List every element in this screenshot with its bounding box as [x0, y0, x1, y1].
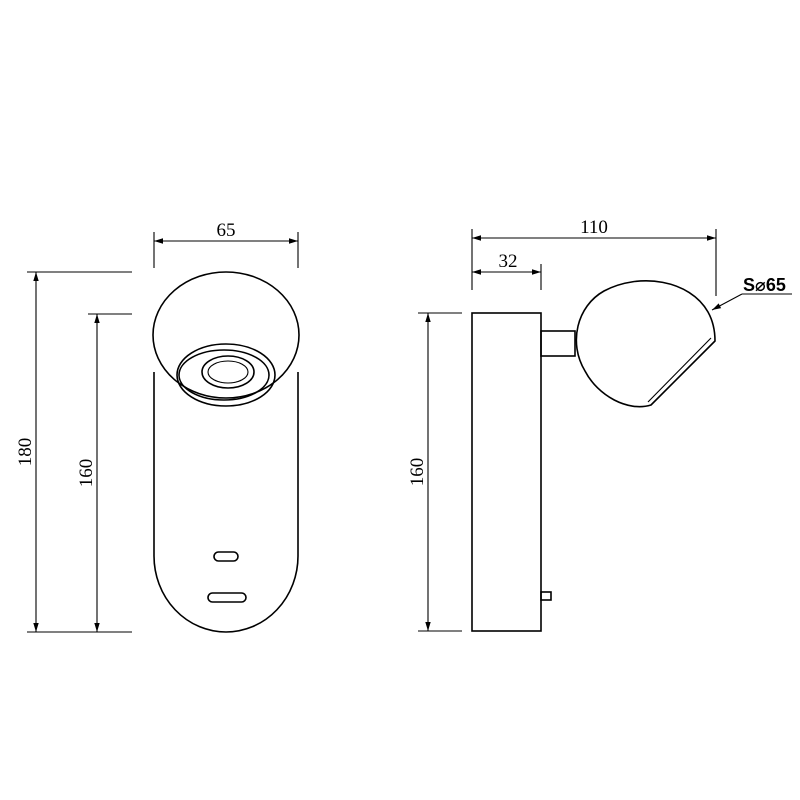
front-body-outline [153, 372, 299, 633]
side-head-inner-edge [647, 337, 712, 403]
side-head-outline [575, 280, 716, 408]
dim-front-body-height: 160 [76, 313, 132, 633]
dim-front-overall-height: 180 [15, 271, 132, 633]
dim-side-base-depth-label: 32 [499, 251, 518, 272]
dim-side-depth-label: 110 [580, 217, 608, 238]
front-lens-outer [176, 343, 276, 407]
dim-side-body-height: 160 [407, 312, 462, 632]
side-stem-outline [540, 330, 576, 357]
front-head-outline [152, 271, 300, 399]
dim-side-base-depth: 32 [472, 251, 542, 290]
dim-side-sphere: S⌀65 [711, 275, 792, 311]
front-lens-inner [201, 355, 255, 389]
side-body-outline [471, 312, 542, 632]
switch-icon [213, 551, 239, 562]
front-lens-middle [178, 349, 270, 401]
dim-side-body-height-label: 160 [407, 458, 428, 487]
side-view: 110 32 160 S⌀65 [407, 217, 792, 632]
dim-front-width-label: 65 [217, 220, 236, 241]
dim-front-width: 65 [153, 220, 299, 268]
dim-front-body-height-label: 160 [76, 459, 97, 488]
dim-side-depth: 110 [471, 217, 717, 296]
dim-side-sphere-label: S⌀65 [743, 275, 786, 295]
side-switch-nub [540, 591, 552, 601]
front-lens-core [207, 360, 249, 384]
dim-front-overall-height-label: 180 [15, 438, 36, 467]
front-view: 65 180 160 [15, 220, 300, 633]
usb-port-icon [207, 592, 247, 603]
